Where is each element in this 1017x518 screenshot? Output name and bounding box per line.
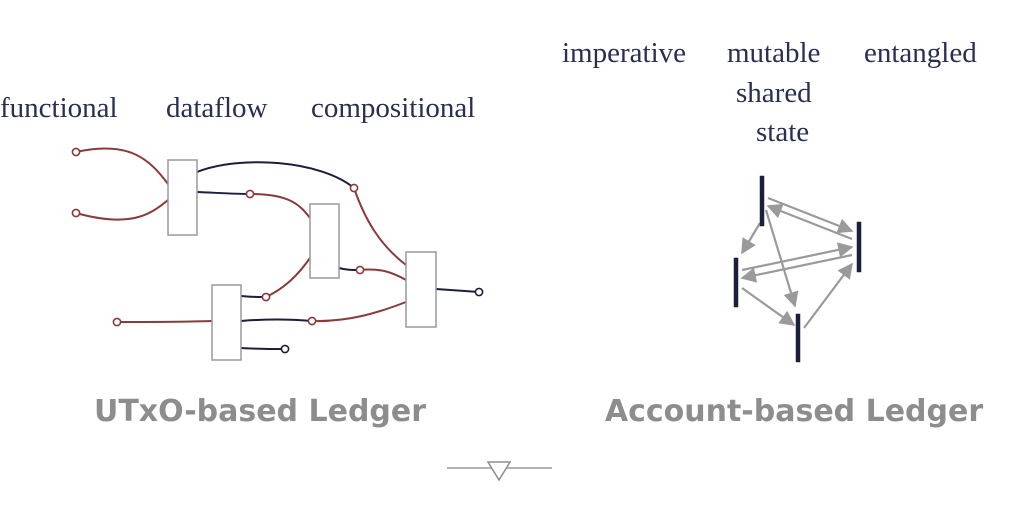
account-arrow bbox=[741, 222, 761, 255]
triangle-down-icon bbox=[486, 461, 512, 482]
utxo-input-terminal bbox=[71, 147, 81, 157]
account-arrow bbox=[767, 196, 854, 234]
utxo-keyword-dataflow: dataflow bbox=[166, 92, 268, 124]
utxo-input-terminal bbox=[261, 292, 271, 302]
slide-nav-toggle[interactable] bbox=[447, 458, 552, 486]
utxo-wire-input bbox=[359, 268, 407, 281]
account-caption: Account-based Ledger bbox=[604, 394, 984, 429]
account-arrow bbox=[766, 203, 853, 241]
utxo-input-terminal bbox=[355, 265, 365, 275]
utxo-wire-output bbox=[196, 161, 355, 189]
account-keyword-entangled: entangled bbox=[864, 37, 977, 69]
utxo-wire-output bbox=[435, 288, 480, 293]
utxo-input-terminal bbox=[71, 208, 81, 218]
utxo-wire-input bbox=[353, 187, 407, 266]
utxo-output-terminal bbox=[474, 287, 484, 297]
account-arrow bbox=[741, 287, 796, 326]
utxo-wire-input bbox=[265, 257, 311, 298]
utxo-keyword-functional: functional bbox=[0, 92, 118, 124]
utxo-wire-output bbox=[240, 318, 313, 322]
utxo-output-terminal bbox=[280, 344, 290, 354]
utxo-keyword-compositional: compositional bbox=[311, 92, 476, 124]
utxo-transaction-box bbox=[405, 251, 437, 328]
account-arrow bbox=[803, 262, 853, 329]
account-keyword-shared: shared bbox=[736, 77, 812, 109]
account-keyword-state: state bbox=[756, 116, 810, 148]
utxo-wire-input bbox=[116, 320, 213, 323]
account-arrow bbox=[741, 242, 854, 272]
account-keyword-imperative: imperative bbox=[562, 37, 687, 69]
utxo-input-terminal bbox=[307, 316, 317, 326]
account-keyword-mutable: mutable bbox=[727, 37, 821, 69]
utxo-wire-output bbox=[196, 191, 251, 195]
utxo-transaction-box bbox=[309, 203, 340, 279]
utxo-wire-input bbox=[311, 301, 407, 323]
utxo-wire-input bbox=[75, 147, 169, 185]
utxo-diagram bbox=[71, 147, 484, 361]
account-diagram bbox=[733, 175, 862, 363]
account-arrow bbox=[764, 209, 799, 308]
account-arrow bbox=[740, 253, 853, 283]
utxo-transaction-box bbox=[167, 159, 198, 236]
utxo-input-terminal bbox=[245, 189, 255, 199]
utxo-input-terminal bbox=[112, 317, 122, 327]
utxo-caption: UTxO-based Ledger bbox=[93, 394, 427, 429]
utxo-wire-input bbox=[75, 199, 169, 221]
utxo-input-terminal bbox=[349, 183, 359, 193]
utxo-transaction-box bbox=[211, 284, 242, 361]
utxo-wire-input bbox=[249, 193, 311, 219]
utxo-wire-output bbox=[240, 347, 286, 350]
